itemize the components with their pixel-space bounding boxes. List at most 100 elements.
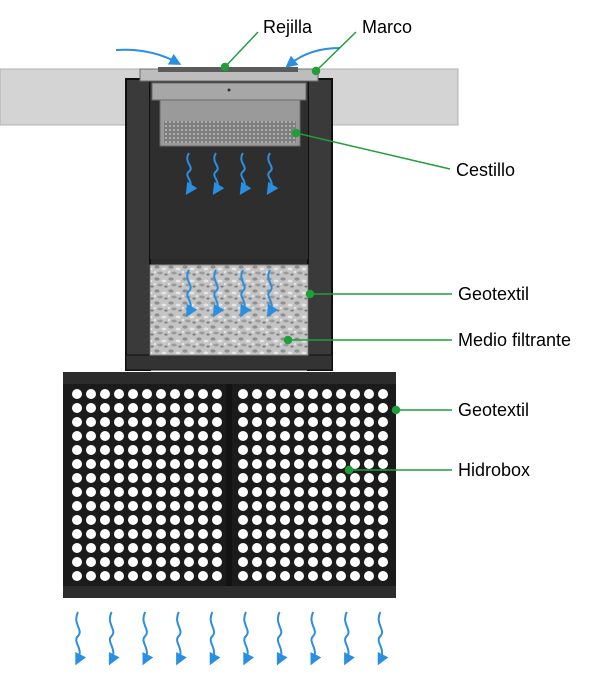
hidrobox-hole xyxy=(238,515,248,525)
water-arrow-down xyxy=(267,269,279,318)
hidrobox-hole xyxy=(142,501,152,511)
hidrobox-hole xyxy=(184,571,194,581)
hidrobox-hole xyxy=(350,557,360,567)
hidrobox-hole xyxy=(198,571,208,581)
hidrobox-hole xyxy=(336,515,346,525)
hidrobox-hole xyxy=(252,557,262,567)
hidrobox-hole xyxy=(128,557,138,567)
hidrobox-hole xyxy=(350,389,360,399)
hidrobox-hole xyxy=(100,445,110,455)
hidrobox-hole xyxy=(364,501,374,511)
hidrobox-hole xyxy=(170,445,180,455)
hidrobox-hole xyxy=(114,389,124,399)
hidrobox-hole xyxy=(142,557,152,567)
hidrobox-hole xyxy=(72,557,82,567)
hidrobox-hole xyxy=(266,557,276,567)
hidrobox-hole xyxy=(212,417,222,427)
hidrobox-hole xyxy=(72,473,82,483)
hidrobox-hole xyxy=(100,515,110,525)
hidrobox-hole xyxy=(72,417,82,427)
hidrobox-hole xyxy=(100,557,110,567)
hidrobox-hole xyxy=(184,431,194,441)
water-arrow-down xyxy=(344,611,355,666)
water-arrow-down xyxy=(142,611,154,666)
water-inflow-arrow-right xyxy=(285,47,341,68)
hidrobox-hole xyxy=(212,529,222,539)
hidrobox-hole xyxy=(336,417,346,427)
hidrobox-hole xyxy=(252,529,262,539)
hidrobox-hole xyxy=(294,459,304,469)
hidrobox-hole xyxy=(266,473,276,483)
hidrobox-hole xyxy=(86,501,96,511)
hidrobox-hole xyxy=(266,403,276,413)
hidrobox-hole xyxy=(350,431,360,441)
hidrobox-hole xyxy=(212,445,222,455)
hidrobox-hole xyxy=(308,557,318,567)
hidrobox-hole xyxy=(238,487,248,497)
hidrobox-hole xyxy=(100,487,110,497)
hidrobox-hole xyxy=(308,571,318,581)
hidrobox-hole xyxy=(322,473,332,483)
hidrobox-hole xyxy=(170,473,180,483)
hidrobox-hole xyxy=(280,501,290,511)
water-arrow-down xyxy=(185,152,198,196)
hidrobox-hole xyxy=(72,487,82,497)
hidrobox-hole xyxy=(336,431,346,441)
hidrobox-hole xyxy=(86,529,96,539)
hidrobox-hole xyxy=(128,417,138,427)
hidrobox-hole xyxy=(252,571,262,581)
hidrobox-hole xyxy=(198,473,208,483)
hidrobox-hole xyxy=(294,501,304,511)
hidrobox-hole xyxy=(294,487,304,497)
hidrobox-hole xyxy=(378,389,388,399)
hidrobox-hole xyxy=(114,571,124,581)
hidrobox-hole xyxy=(156,459,166,469)
hidrobox-hole xyxy=(198,417,208,427)
hidrobox-hole xyxy=(114,431,124,441)
hidrobox-hole xyxy=(322,459,332,469)
hidrobox-hole xyxy=(238,543,248,553)
hidrobox-hole xyxy=(294,557,304,567)
hidrobox-hole xyxy=(238,501,248,511)
hidrobox-hole xyxy=(308,501,318,511)
hidrobox-hole xyxy=(114,515,124,525)
hidrobox-hole xyxy=(156,557,166,567)
hidrobox-hole xyxy=(266,389,276,399)
hidrobox-hole xyxy=(128,459,138,469)
hidrobox-hole xyxy=(142,459,152,469)
hidrobox-hole xyxy=(86,487,96,497)
hidrobox-hole xyxy=(294,515,304,525)
hidrobox-hole xyxy=(128,403,138,413)
leader-lines xyxy=(220,31,452,475)
hidrobox-hole xyxy=(294,389,304,399)
hidrobox-hole xyxy=(72,403,82,413)
hidrobox-hole xyxy=(378,515,388,525)
hidrobox-hole xyxy=(378,445,388,455)
hidrobox-hole xyxy=(142,389,152,399)
hidrobox-hole xyxy=(100,403,110,413)
water-arrow-down xyxy=(310,611,322,666)
hidrobox-hole xyxy=(322,403,332,413)
hidrobox-hole xyxy=(128,543,138,553)
hidrobox-hole xyxy=(156,431,166,441)
hidrobox-hole xyxy=(198,543,208,553)
hidrobox-hole xyxy=(184,529,194,539)
hidrobox-hole xyxy=(378,571,388,581)
water-arrow-down xyxy=(75,611,87,666)
hidrobox-hole xyxy=(198,487,208,497)
hidrobox-hole xyxy=(364,571,374,581)
hidrobox-hole xyxy=(308,487,318,497)
hidrobox-hole xyxy=(86,557,96,567)
hidrobox-hole xyxy=(378,487,388,497)
label-hidrobox: Hidrobox xyxy=(458,460,530,480)
hidrobox-hole xyxy=(266,459,276,469)
hidrobox-hole xyxy=(72,515,82,525)
hidrobox-hole xyxy=(156,473,166,483)
hidrobox-hole xyxy=(322,515,332,525)
hidrobox-hole xyxy=(238,529,248,539)
hidrobox-hole xyxy=(184,543,194,553)
hidrobox-hole xyxy=(266,487,276,497)
hidrobox-hole xyxy=(322,571,332,581)
hidrobox-hole xyxy=(170,529,180,539)
hidrobox-hole xyxy=(252,543,262,553)
